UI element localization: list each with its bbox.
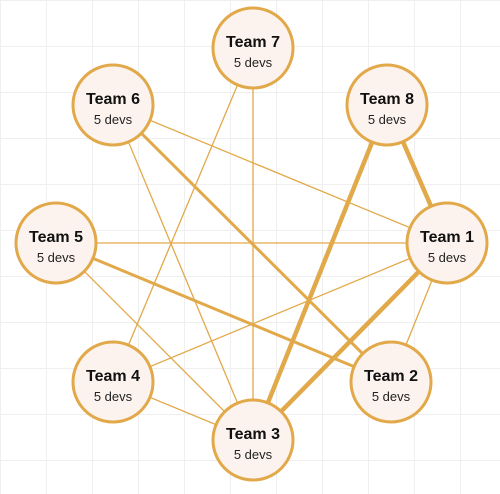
node-subtitle: 5 devs xyxy=(428,250,467,265)
node-subtitle: 5 devs xyxy=(234,447,273,462)
edge-t7-t4 xyxy=(112,47,254,383)
node-name: Team 1 xyxy=(420,229,474,246)
node-subtitle: 5 devs xyxy=(94,389,133,404)
edge-t8-t3 xyxy=(250,102,390,443)
node-circle xyxy=(211,398,295,482)
node-name: Team 5 xyxy=(29,229,83,246)
node-circle xyxy=(211,6,295,90)
node-t8[interactable]: Team 8 5 devs xyxy=(345,63,429,147)
node-name: Team 8 xyxy=(360,91,414,108)
edge-t5-t3 xyxy=(55,242,254,441)
node-t2[interactable]: Team 2 5 devs xyxy=(349,340,433,424)
node-circle xyxy=(345,63,429,147)
node-circle xyxy=(71,340,155,424)
node-circle xyxy=(349,340,433,424)
edge-t6-t3 xyxy=(112,104,254,441)
node-t6[interactable]: Team 6 5 devs xyxy=(71,63,155,147)
node-name: Team 6 xyxy=(86,91,140,108)
node-t4[interactable]: Team 4 5 devs xyxy=(71,340,155,424)
node-subtitle: 5 devs xyxy=(37,250,76,265)
node-name: Team 7 xyxy=(226,34,280,51)
edge-t6-t1 xyxy=(112,104,448,244)
node-subtitle: 5 devs xyxy=(234,55,273,70)
node-subtitle: 5 devs xyxy=(94,112,133,127)
edge-t5-t2 xyxy=(54,241,393,384)
node-t5[interactable]: Team 5 5 devs xyxy=(14,201,98,285)
node-subtitle: 5 devs xyxy=(368,112,407,127)
node-subtitle: 5 devs xyxy=(372,389,411,404)
node-t7[interactable]: Team 7 5 devs xyxy=(211,6,295,90)
node-name: Team 2 xyxy=(364,368,418,385)
node-t1[interactable]: Team 1 5 devs xyxy=(405,201,489,285)
node-t3[interactable]: Team 3 5 devs xyxy=(211,398,295,482)
node-name: Team 4 xyxy=(86,368,140,385)
node-circle xyxy=(71,63,155,147)
node-circle xyxy=(14,201,98,285)
node-name: Team 3 xyxy=(226,426,280,443)
node-circle xyxy=(405,201,489,285)
edge-t4-t1 xyxy=(112,242,448,383)
